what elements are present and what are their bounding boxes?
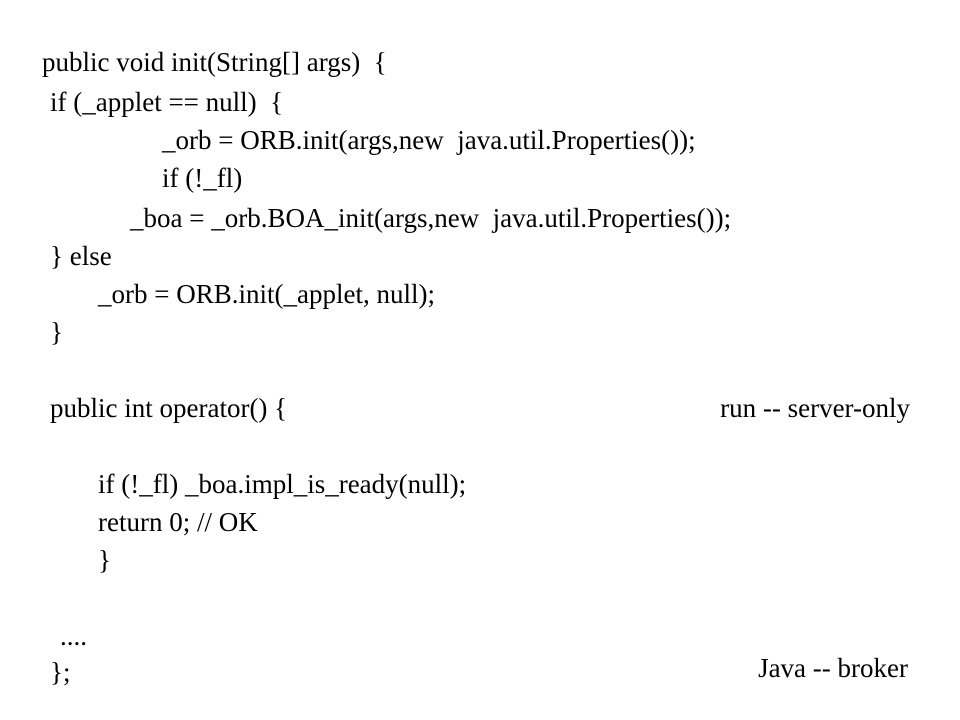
code-line-if-not-fl: if (!_fl) — [162, 163, 243, 193]
code-line-return-zero: return 0; // OK — [98, 507, 258, 537]
code-line-else: } else — [50, 241, 112, 271]
code-line-boa-init: _boa = _orb.BOA_init(args,new java.util.… — [130, 203, 732, 233]
code-line-impl-is-ready: if (!_fl) _boa.impl_is_ready(null); — [98, 469, 467, 499]
code-line-init-signature: public void init(String[] args) { — [42, 47, 387, 77]
code-line-ellipsis: .... — [60, 621, 87, 651]
code-line-close-brace-operator: } — [98, 545, 111, 575]
code-line-orb-init-args: _orb = ORB.init(args,new java.util.Prope… — [162, 125, 696, 155]
note-java-broker: Java -- broker — [758, 653, 908, 683]
code-line-operator-signature: public int operator() { — [50, 393, 288, 423]
code-line-if-applet-null: if (_applet == null) { — [50, 87, 284, 117]
code-line-close-brace-init: } — [50, 317, 63, 347]
code-line-close-class: }; — [50, 657, 71, 687]
code-line-orb-init-applet: _orb = ORB.init(_applet, null); — [98, 279, 435, 309]
note-run-server-only: run -- server-only — [720, 393, 910, 423]
